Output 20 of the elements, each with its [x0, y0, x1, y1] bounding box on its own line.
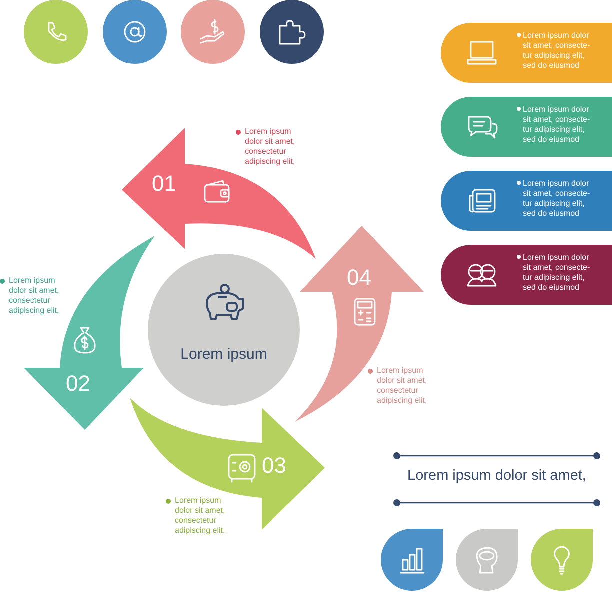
- side-note: Lorem ipsum dolor sit amet, consectetur adipiscing elit,: [9, 276, 60, 316]
- info-banner: [441, 97, 612, 157]
- info-banner: [441, 171, 612, 231]
- curved-arrow: [122, 128, 318, 261]
- center-title: Lorem ipsum: [180, 346, 268, 364]
- side-note: Lorem ipsum dolor sit amet, consectetur adipiscing elit.: [175, 496, 226, 536]
- info-banner: [441, 245, 612, 305]
- banner-text: Lorem ipsum dolor sit amet, consecte- tur adipiscing elit, sed do eiusmod: [523, 105, 592, 145]
- side-note: Lorem ipsum dolor sit amet, consectetur adipiscing elit,: [377, 366, 428, 406]
- tagline: Lorem ipsum dolor sit amet,: [406, 467, 588, 485]
- step-number: 02: [66, 372, 90, 396]
- step-number: 03: [262, 454, 286, 478]
- step-number: 04: [347, 266, 372, 290]
- info-banner: [441, 23, 612, 83]
- step-number: 01: [152, 172, 176, 196]
- banner-text: Lorem ipsum dolor sit amet, consecte- tur adipiscing elit, sed do eiusmod: [523, 179, 592, 219]
- curved-arrow: [292, 226, 426, 424]
- banner-text: Lorem ipsum dolor sit amet, consecte- tur adipiscing elit, sed do eiusmod: [523, 253, 592, 293]
- banner-text: Lorem ipsum dolor sit amet, consecte- tur adipiscing elit, sed do eiusmod: [523, 31, 592, 71]
- side-note: Lorem ipsum dolor sit amet, consectetur adipiscing elit,: [245, 127, 296, 167]
